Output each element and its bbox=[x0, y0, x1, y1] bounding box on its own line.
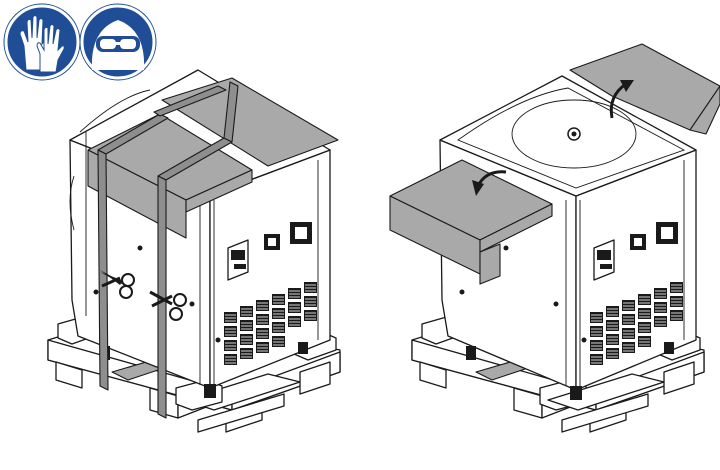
step-remove-covers bbox=[389, 43, 720, 433]
connector-panel-left bbox=[227, 222, 312, 281]
goggles-sign-icon bbox=[79, 3, 157, 81]
straps-left bbox=[97, 81, 239, 419]
gloves-sign-icon bbox=[3, 3, 81, 81]
pull-arrow-icon bbox=[472, 170, 507, 196]
step-cut-straps bbox=[47, 69, 341, 433]
connector-panel-right bbox=[593, 222, 678, 281]
scissors-icon bbox=[100, 270, 187, 321]
lift-arrow-icon bbox=[609, 80, 634, 119]
cover-sheets-right bbox=[389, 43, 720, 285]
safety-signs bbox=[3, 3, 157, 81]
